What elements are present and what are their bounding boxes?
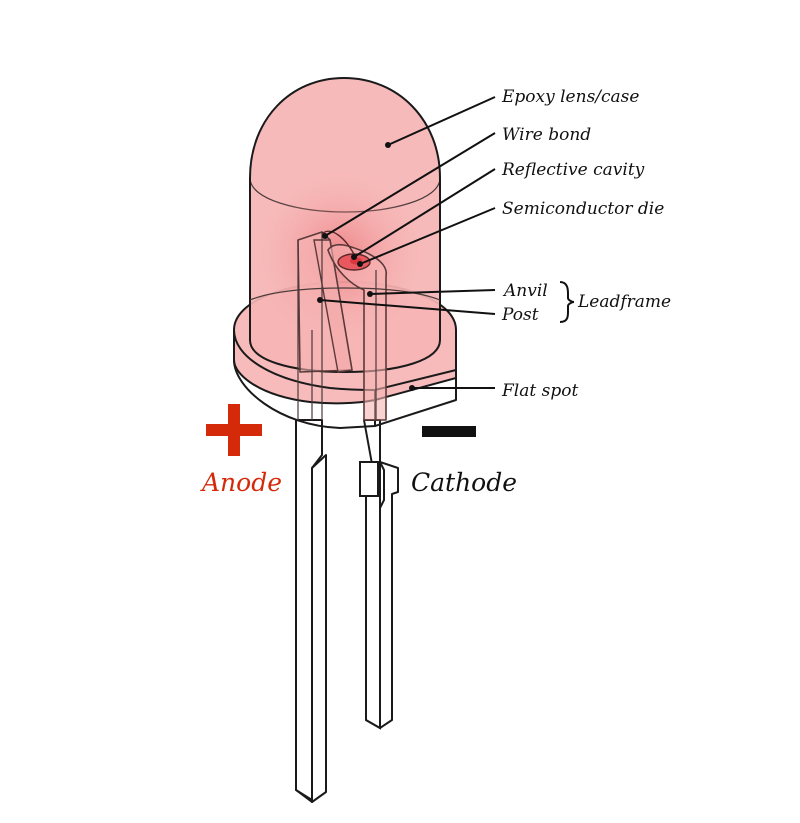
wire-bond — [321, 230, 357, 259]
leader-lines — [317, 96, 496, 391]
leadframe-post — [297, 231, 353, 420]
label-wire-bond: Wire bond — [502, 125, 591, 145]
anode-lead — [295, 419, 327, 803]
plus-icon — [206, 404, 262, 456]
flange-inner-rim — [249, 287, 441, 301]
leadframe-brace — [559, 281, 575, 323]
cathode-lead — [359, 419, 399, 730]
minus-icon — [422, 426, 476, 437]
label-reflective-cavity: Reflective cavity — [501, 160, 645, 180]
label-leadframe: Leadframe — [577, 292, 671, 312]
label-flat-spot: Flat spot — [501, 381, 578, 401]
label-post: Post — [501, 305, 539, 325]
cathode-label: Cathode — [411, 468, 517, 497]
anode-label: Anode — [200, 468, 282, 497]
label-semiconductor-die: Semiconductor die — [502, 199, 664, 219]
label-epoxy-lens: Epoxy lens/case — [501, 87, 639, 107]
label-anvil: Anvil — [502, 281, 548, 301]
